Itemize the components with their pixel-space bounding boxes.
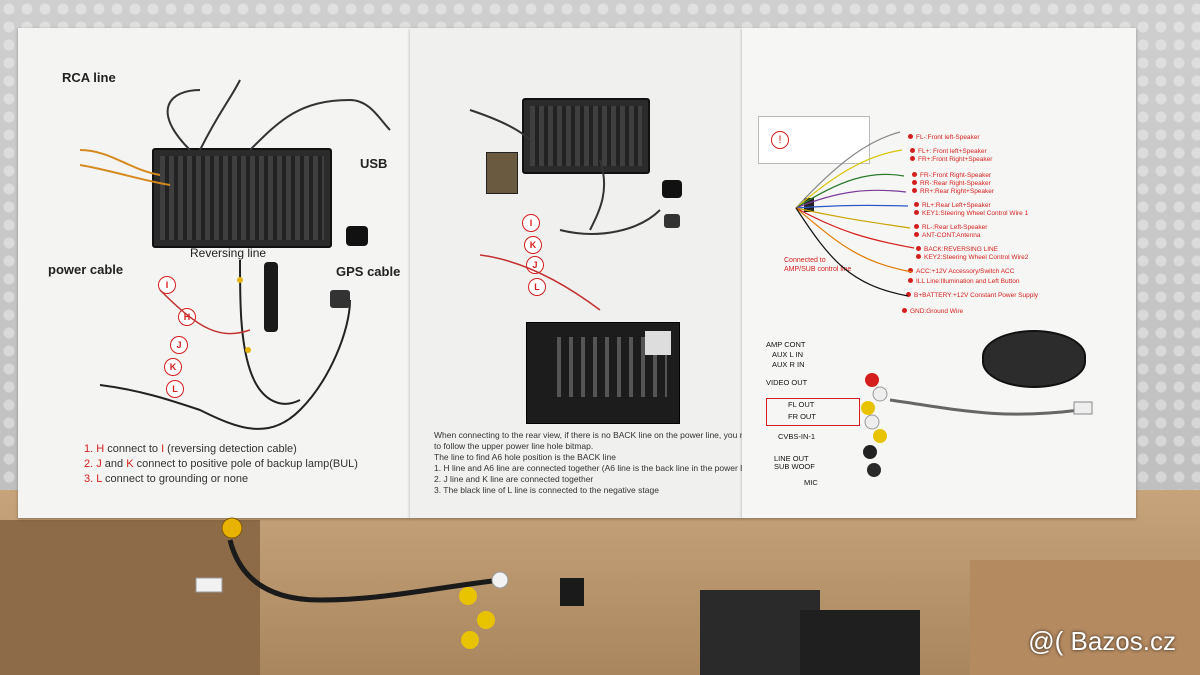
tag-k-2: K <box>524 236 542 254</box>
tag-i-2: I <box>522 214 540 232</box>
rca-line-label: RCA line <box>62 70 116 85</box>
cardboard-box <box>970 560 1200 675</box>
cable-coil <box>264 262 278 332</box>
panel2-instructions: When connecting to the rear view, if the… <box>434 430 759 495</box>
panel-back-line-wiring: I K J L When connecting to the rear view… <box>410 28 759 518</box>
bazos-watermark: @( Bazos.cz <box>1028 626 1176 656</box>
gps-antenna <box>346 226 368 246</box>
pin-map-thumbnail <box>645 331 671 355</box>
panel1-notes: 1. H connect to I (reversing detection c… <box>84 443 358 485</box>
rear-camera <box>330 290 350 308</box>
harness-plug <box>804 198 814 212</box>
rear-camera-2 <box>664 214 680 228</box>
gps-antenna-2 <box>662 180 682 198</box>
amplifier-board <box>982 330 1086 388</box>
reversing-line-label: Reversing line <box>190 246 267 260</box>
head-unit-back-2 <box>522 98 650 174</box>
wiring-leaflet: RCA line USB power cable Reversing line … <box>18 28 1136 518</box>
panel-rear-view-wiring: RCA line USB power cable Reversing line … <box>18 28 410 518</box>
pin-map-screen <box>526 322 680 424</box>
warning-icon: ! <box>771 131 789 149</box>
adapter-module <box>486 152 518 194</box>
tag-l: L <box>166 380 184 398</box>
head-unit-pins-2 <box>530 106 642 166</box>
fl-fr-out-box <box>766 398 860 426</box>
tag-j: J <box>170 336 188 354</box>
tag-k: K <box>164 358 182 376</box>
gps-cable-label: GPS cable <box>336 264 401 279</box>
tag-i: I <box>158 276 176 294</box>
tag-l-2: L <box>528 278 546 296</box>
head-unit-pins <box>160 156 324 240</box>
connected-to-label: Connected to AMP/SUB control line <box>784 257 852 273</box>
cardboard-shadow <box>0 520 260 675</box>
usb-label: USB <box>360 156 388 171</box>
head-unit-back <box>152 148 332 248</box>
panel-harness-pinout: ! FL-:Front left-Speaker FL+: Front left… <box>742 28 1136 518</box>
tag-h: H <box>178 308 196 326</box>
power-cable-label: power cable <box>48 262 124 277</box>
